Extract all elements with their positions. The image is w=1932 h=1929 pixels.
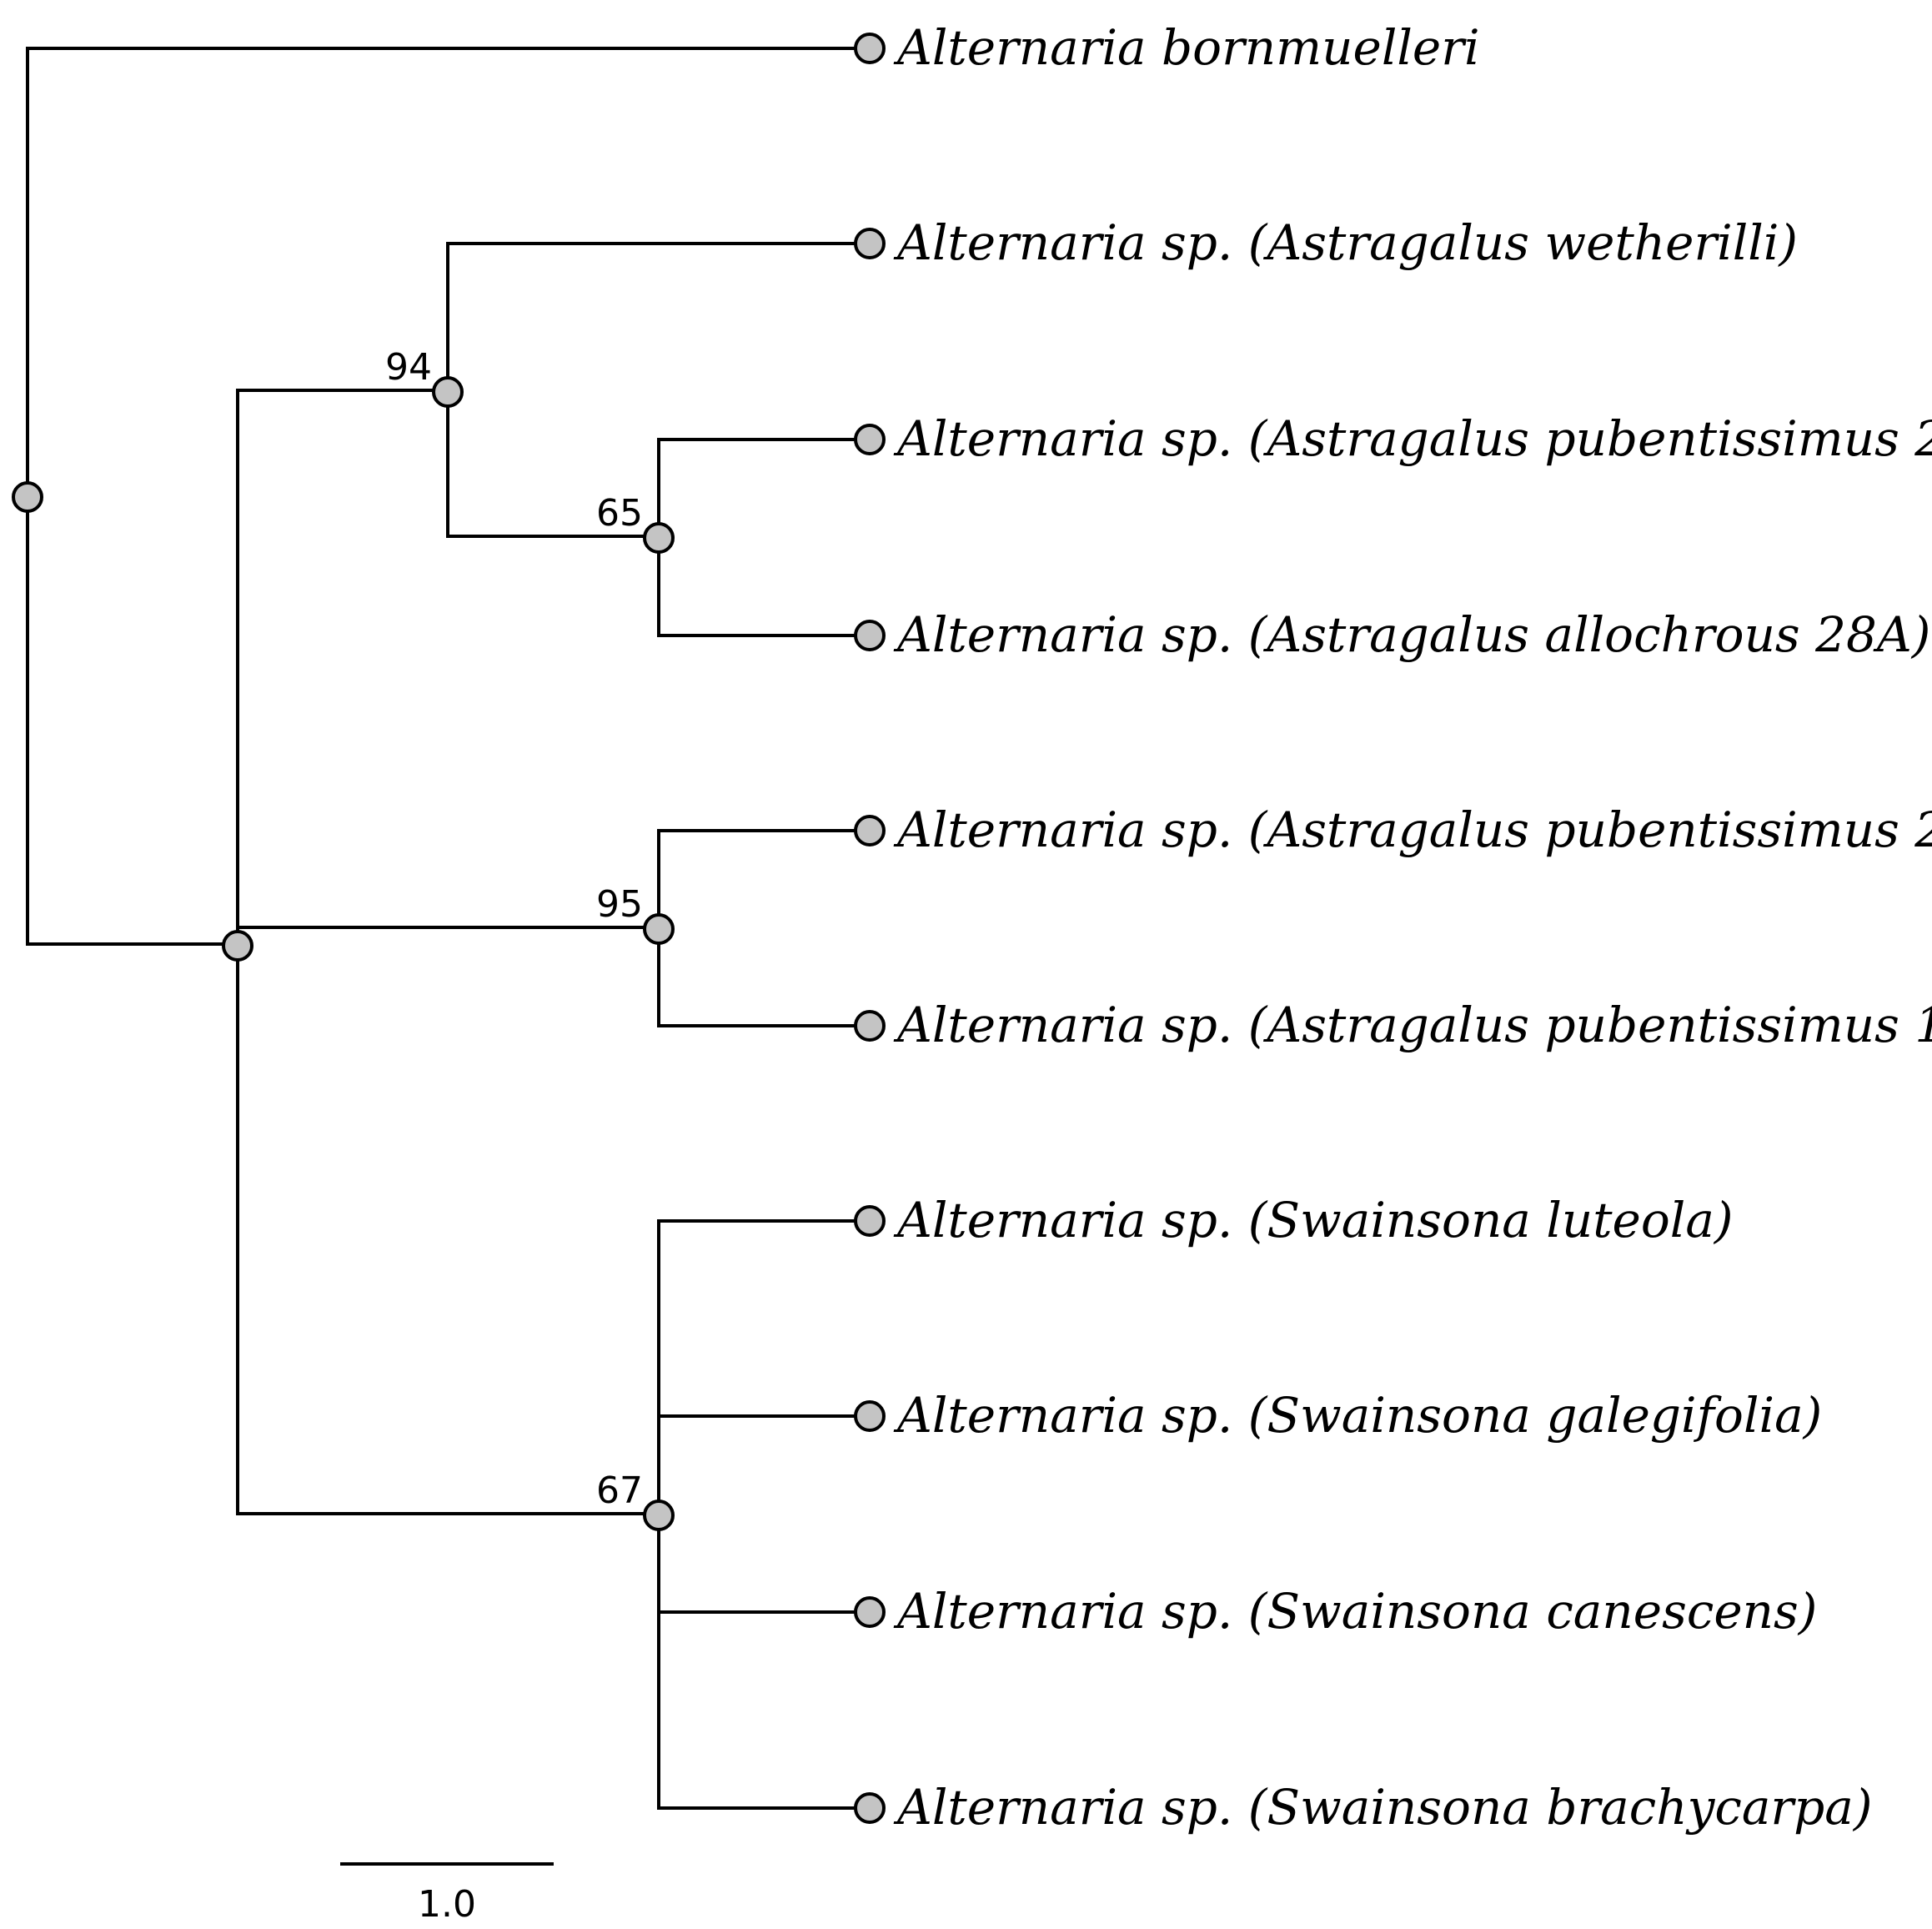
tip-node bbox=[854, 1792, 886, 1824]
tip-label-allochrous: Alternaria sp. (Astragalus allochrous 28… bbox=[893, 606, 1930, 663]
tip-node bbox=[854, 1596, 886, 1628]
tip-label-pubentissimus-12a: Alternaria sp. (Astragalus pubentissimus… bbox=[893, 997, 1932, 1053]
tip-label-bornmuelleri: Alternaria bornmuelleri bbox=[893, 19, 1480, 76]
node-clade-95 bbox=[643, 913, 675, 945]
tip-node bbox=[854, 1400, 886, 1432]
support-value-67: 67 bbox=[596, 1469, 643, 1512]
node-clade-67 bbox=[643, 1499, 675, 1531]
tip-node bbox=[854, 1205, 886, 1237]
node-clade-94 bbox=[432, 376, 464, 408]
branch-ingroup-top bbox=[236, 389, 660, 1515]
tip-node bbox=[854, 815, 886, 846]
node-clade-65 bbox=[643, 522, 675, 554]
tip-node bbox=[854, 620, 886, 651]
tip-label-luteola: Alternaria sp. (Swainsona luteola) bbox=[893, 1192, 1734, 1248]
tip-node bbox=[854, 33, 886, 64]
tip-label-galegifolia: Alternaria sp. (Swainsona galegifolia) bbox=[893, 1387, 1822, 1444]
tip-label-pubentissimus-23: Alternaria sp. (Astragalus pubentissimus… bbox=[893, 801, 1932, 858]
tip-label-wetherilli: Alternaria sp. (Astragalus wetherilli) bbox=[893, 214, 1798, 271]
tip-label-canescens: Alternaria sp. (Swainsona canescens) bbox=[893, 1583, 1817, 1640]
node-ingroup bbox=[222, 930, 253, 962]
tip-node bbox=[854, 228, 886, 259]
scale-bar-label: 1.0 bbox=[418, 1883, 476, 1926]
support-value-65: 65 bbox=[596, 492, 643, 535]
tip-node bbox=[854, 424, 886, 455]
support-value-95: 95 bbox=[596, 883, 643, 926]
branch-clade-95 bbox=[657, 829, 869, 1027]
support-value-94: 94 bbox=[385, 346, 432, 389]
tip-node bbox=[854, 1010, 886, 1042]
branch-clade-65 bbox=[657, 438, 869, 637]
tip-label-pubentissimus-24: Alternaria sp. (Astragalus pubentissimus… bbox=[893, 410, 1932, 467]
node-root bbox=[12, 481, 43, 513]
branch-clade-67 bbox=[657, 1219, 869, 1810]
tip-label-brachycarpa: Alternaria sp. (Swainsona brachycarpa) bbox=[893, 1779, 1873, 1836]
